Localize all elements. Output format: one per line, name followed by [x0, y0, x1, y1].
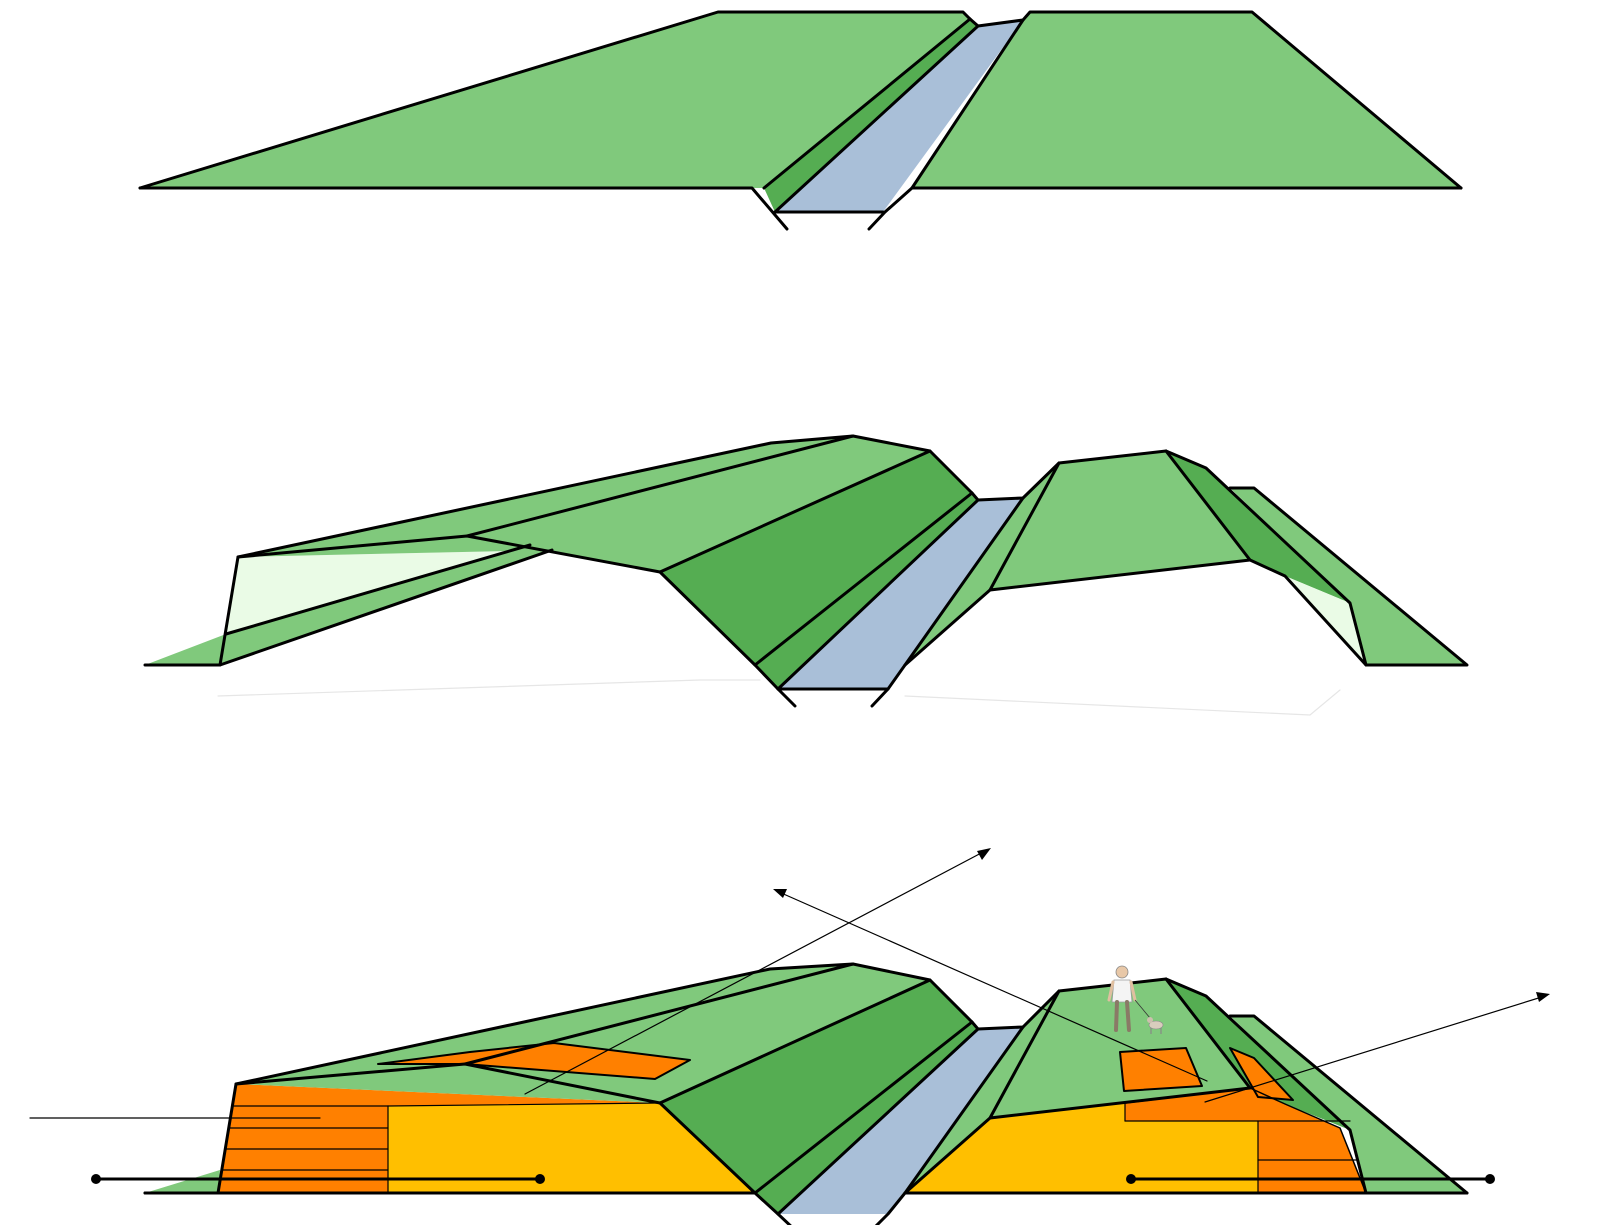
left-building-floors — [222, 1102, 661, 1194]
left-roof-main — [467, 436, 930, 572]
right-void-edge — [1248, 558, 1368, 667]
left-canal-bank — [755, 1022, 978, 1214]
canal-water — [775, 20, 1023, 212]
panel-existing-dike — [138, 10, 1463, 231]
left-roof-upper — [236, 964, 853, 1084]
right-bank-edge — [874, 1025, 1025, 1225]
canal-top-edge — [968, 10, 1463, 190]
left-roof-ridge — [465, 434, 855, 538]
left-ramp-outline-2 — [224, 543, 532, 636]
right-roof-edge — [988, 449, 1252, 592]
right-dark-slope — [1166, 979, 1350, 1130]
left-roof-edge — [236, 449, 932, 574]
left-water-edge — [773, 24, 980, 214]
left-dike-slope — [140, 12, 970, 188]
water-edge-left — [776, 498, 980, 691]
right-slope-opening-outline — [1229, 1047, 1294, 1101]
arrow-head-up-right-icon — [977, 848, 991, 860]
right-bank-edge — [870, 496, 1025, 708]
canal-water — [778, 498, 1023, 689]
dog-icon — [1147, 1017, 1164, 1034]
left-building-orange — [218, 1084, 660, 1193]
left-building-yellow — [388, 1103, 755, 1193]
right-water-edge — [867, 18, 1025, 231]
faint-ground-right — [904, 689, 1341, 716]
right-roof-edge — [988, 977, 1252, 1120]
roof-skylight-outline — [377, 1042, 691, 1080]
left-dark-slope — [660, 451, 972, 665]
right-roof-opening — [1120, 1048, 1202, 1091]
left-ground-line — [138, 186, 789, 231]
dimension-dot-icon — [1126, 1174, 1136, 1184]
right-roof-opening-outline — [1119, 1047, 1203, 1092]
left-roof-lower — [236, 1064, 660, 1103]
dimension-dot-icon — [91, 1174, 101, 1184]
panel-dike-with-buildings — [29, 848, 1550, 1225]
dimension-dot-icon — [1485, 1174, 1495, 1184]
faint-ground-left — [217, 679, 761, 697]
left-dike-outline — [138, 10, 972, 190]
sight-lines — [29, 848, 1550, 1119]
left-roof-ridge — [463, 962, 855, 1066]
right-dark-slope — [1166, 451, 1350, 603]
left-ramp-outline — [218, 548, 554, 667]
sight-line-right — [1204, 995, 1546, 1103]
left-dark-slope — [660, 980, 972, 1193]
sight-line-up-right — [524, 850, 986, 1095]
arrow-head-right-icon — [1536, 992, 1550, 1002]
canal-water — [778, 1027, 1023, 1214]
left-bank-outline — [762, 17, 972, 190]
right-building-outline — [1124, 1087, 1367, 1194]
left-canal-bank — [755, 493, 978, 689]
person-walking-dog-icon — [1107, 965, 1151, 1032]
dimension-markers — [91, 1174, 1495, 1184]
left-roof-edge — [234, 978, 932, 1105]
water-edge-left — [776, 1027, 980, 1216]
right-canal-bank — [888, 463, 1059, 689]
left-lower-sliver — [145, 1170, 220, 1193]
right-roof-main — [990, 451, 1250, 590]
dimension-dot-icon — [535, 1174, 545, 1184]
right-dike-slope — [912, 12, 1461, 188]
left-canal-bank — [764, 19, 978, 212]
left-roof-upper — [238, 436, 853, 557]
right-slope-opening — [1230, 1048, 1293, 1100]
canal-top — [970, 977, 1469, 1195]
right-roof-edge-2 — [903, 588, 992, 667]
arrow-head-up-left-icon — [773, 889, 787, 898]
canal-top — [970, 449, 1469, 667]
left-lower-sliver — [145, 634, 226, 665]
right-outer-slope — [1230, 488, 1467, 665]
left-roof-lower — [238, 536, 660, 572]
roof-skylight-panel — [378, 1043, 690, 1079]
right-building-floors — [1124, 1102, 1359, 1194]
right-outer-slope — [1230, 1016, 1467, 1193]
sight-line-up-left — [778, 891, 1208, 1082]
right-roof-edge-2 — [903, 1116, 992, 1195]
panel-reshaped-dike — [143, 434, 1469, 716]
right-building-orange — [1125, 1088, 1366, 1193]
